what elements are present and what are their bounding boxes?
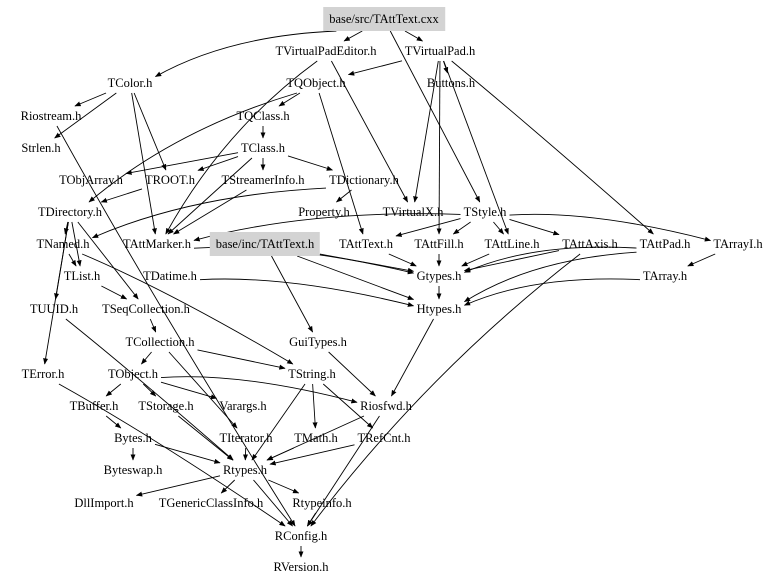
dependency-edge: [319, 253, 415, 273]
graph-node[interactable]: TStreamerInfo.h: [221, 173, 305, 187]
graph-node[interactable]: Varargs.h: [219, 399, 267, 413]
dependency-edge: [463, 278, 641, 306]
graph-node[interactable]: TClass.h: [240, 141, 286, 155]
dependency-edge: [388, 253, 417, 267]
dependency-edge: [452, 221, 471, 235]
graph-node[interactable]: Gtypes.h: [416, 269, 462, 283]
graph-node[interactable]: TIterator.h: [219, 431, 273, 445]
dependency-edge: [197, 349, 286, 370]
graph-node[interactable]: GuiTypes.h: [289, 335, 347, 349]
graph-node-root[interactable]: base/inc/TAttText.h: [209, 232, 321, 256]
graph-node[interactable]: TUUID.h: [29, 302, 79, 316]
dependency-edge: [133, 92, 167, 171]
graph-node[interactable]: TColor.h: [107, 76, 153, 90]
dependency-edge: [74, 92, 107, 107]
dependency-edge: [687, 253, 716, 267]
graph-node[interactable]: RConfig.h: [274, 529, 328, 543]
dependency-edge: [461, 253, 490, 267]
dependency-edge: [463, 251, 637, 303]
graph-node[interactable]: TError.h: [21, 367, 65, 381]
dependency-edge: [173, 189, 247, 235]
graph-node[interactable]: Riostream.h: [20, 109, 82, 123]
dependency-edge: [271, 255, 313, 333]
dependency-edge: [312, 383, 318, 429]
dependency-edge: [310, 253, 581, 527]
graph-node[interactable]: TAttMarker.h: [122, 237, 192, 251]
graph-node[interactable]: Bytes.h: [114, 431, 152, 445]
dependency-edge: [199, 278, 415, 307]
graph-node[interactable]: TDatime.h: [143, 269, 197, 283]
graph-node[interactable]: TCollection.h: [125, 335, 195, 349]
graph-node[interactable]: TDictionary.h: [329, 173, 399, 187]
dependency-edge: [142, 383, 157, 397]
graph-node[interactable]: TVirtualX.h: [382, 205, 444, 219]
graph-node[interactable]: TBuffer.h: [69, 399, 119, 413]
graph-node[interactable]: Byteswap.h: [103, 463, 163, 477]
graph-node[interactable]: Property.h: [298, 205, 350, 219]
graph-node[interactable]: TMath.h: [294, 431, 338, 445]
graph-node[interactable]: TQObject.h: [286, 76, 346, 90]
graph-node[interactable]: TVirtualPadEditor.h: [275, 44, 377, 58]
graph-node[interactable]: TString.h: [288, 367, 336, 381]
graph-node[interactable]: Buttons.h: [426, 76, 476, 90]
graph-node[interactable]: TObjArray.h: [59, 173, 123, 187]
dependency-edge: [493, 221, 504, 235]
graph-node[interactable]: TRefCnt.h: [357, 431, 411, 445]
dependency-edge: [105, 415, 122, 429]
graph-node[interactable]: TAttText.h: [338, 237, 394, 251]
dependency-edge: [443, 60, 449, 74]
graph-node[interactable]: TDirectory.h: [37, 205, 103, 219]
dependency-edge: [168, 351, 238, 429]
dependency-edge: [268, 479, 300, 494]
dependency-edge: [509, 219, 560, 236]
graph-node[interactable]: RVersion.h: [273, 560, 329, 574]
graph-node[interactable]: TVirtualPad.h: [404, 44, 476, 58]
graph-node[interactable]: TArrayI.h: [713, 237, 763, 251]
dependency-edge: [101, 285, 128, 300]
graph-node[interactable]: TAttPad.h: [639, 237, 691, 251]
graph-node[interactable]: TQClass.h: [236, 109, 290, 123]
graph-node[interactable]: TObject.h: [107, 367, 159, 381]
graph-node[interactable]: Riosfwd.h: [360, 399, 412, 413]
graph-node[interactable]: Rtypes.h: [222, 463, 268, 477]
graph-node[interactable]: Htypes.h: [416, 302, 462, 316]
dependency-edge: [278, 92, 301, 107]
dependency-edge: [404, 30, 424, 42]
dependency-edge: [391, 318, 434, 397]
graph-node[interactable]: TStorage.h: [138, 399, 194, 413]
graph-node[interactable]: TAttLine.h: [484, 237, 540, 251]
dependency-edge: [347, 60, 403, 76]
dependency-edge: [131, 92, 157, 235]
graph-node[interactable]: TNamed.h: [36, 237, 90, 251]
graph-node[interactable]: TSeqCollection.h: [102, 302, 190, 316]
dependency-edge: [105, 383, 122, 397]
graph-node[interactable]: TROOT.h: [144, 173, 196, 187]
dependency-edge: [149, 318, 157, 333]
graph-node[interactable]: TAttAxis.h: [562, 237, 618, 251]
dependency-edge: [266, 447, 294, 461]
dependency-edge: [197, 156, 239, 171]
dependency-edge: [141, 351, 152, 365]
dependency-edge: [343, 30, 363, 42]
graph-node[interactable]: Strlen.h: [21, 141, 61, 155]
graph-node[interactable]: TAttFill.h: [414, 237, 464, 251]
graph-node[interactable]: TStyle.h: [463, 205, 507, 219]
graph-node[interactable]: TList.h: [63, 269, 101, 283]
graph-node[interactable]: Rtypeinfo.h: [292, 496, 352, 510]
graph-node-root[interactable]: base/src/TAttText.cxx: [323, 7, 445, 31]
dependency-edge: [68, 253, 77, 267]
graph-node[interactable]: TGenericClassInfo.h: [158, 496, 264, 510]
dependency-edge: [336, 189, 352, 203]
graph-node[interactable]: DllImport.h: [74, 496, 134, 510]
dependency-edge: [287, 155, 334, 171]
graph-node[interactable]: TArray.h: [642, 269, 688, 283]
dependency-edge: [100, 188, 143, 203]
dependency-edge: [306, 512, 317, 527]
dependency-edge: [220, 479, 236, 494]
dependency-edge: [296, 255, 415, 300]
dependency-edge: [91, 187, 327, 239]
dependency-edge: [63, 221, 69, 235]
